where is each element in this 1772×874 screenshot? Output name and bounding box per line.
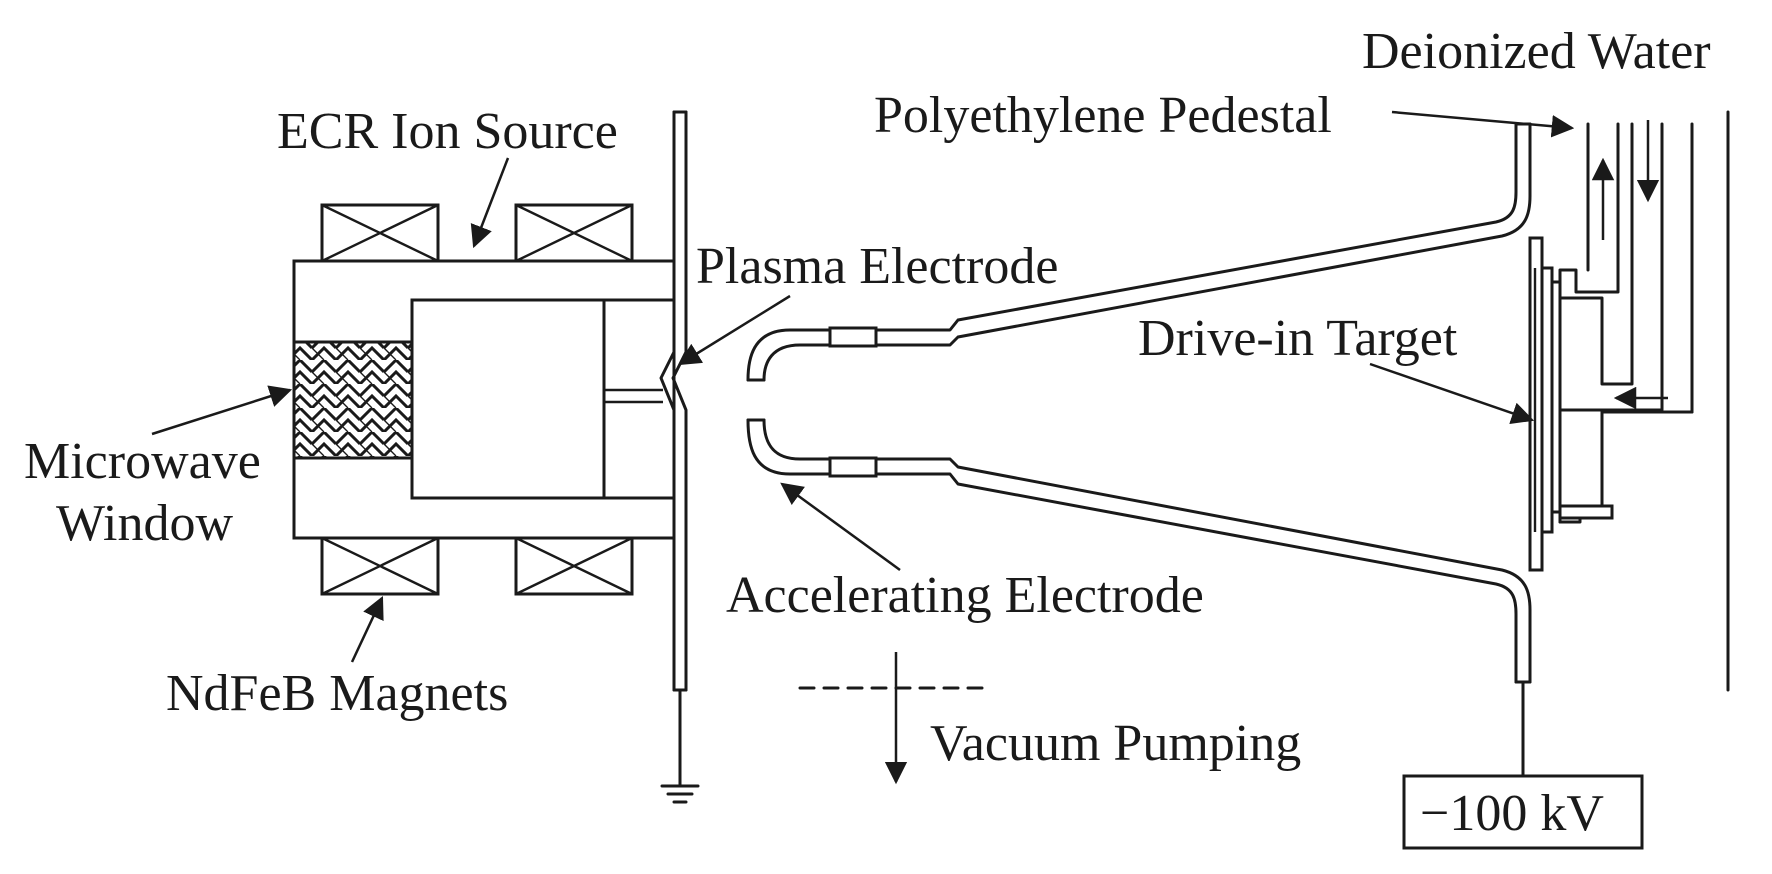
water-flow-arrows bbox=[1591, 120, 1668, 410]
ecr-chamber-body bbox=[292, 259, 676, 540]
ndfeb-magnet-top-right bbox=[514, 203, 634, 263]
accelerating-electrode bbox=[746, 122, 1532, 684]
ecr-ion-source-label: ECR Ion Source bbox=[277, 103, 618, 160]
polyethylene-pedestal-leader bbox=[1391, 110, 1575, 138]
ecr-ion-source-leader bbox=[470, 157, 510, 249]
microwave-window-label-line2: Window bbox=[56, 495, 233, 552]
drive-in-target-label: Drive-in Target bbox=[1138, 310, 1458, 367]
high-voltage-label: −100 kV bbox=[1420, 785, 1604, 842]
microwave-window-leader bbox=[151, 385, 293, 436]
vacuum-pumping-label: Vacuum Pumping bbox=[930, 715, 1301, 772]
ground-symbol bbox=[660, 688, 700, 804]
vacuum-pumping bbox=[798, 652, 994, 785]
microwave-window-label-line1: Microwave bbox=[24, 433, 261, 490]
polyethylene-pedestal-label: Polyethylene Pedestal bbox=[874, 87, 1332, 144]
deionized-water-label: Deionized Water bbox=[1362, 23, 1711, 80]
ndfeb-magnet-bottom-right bbox=[514, 536, 634, 596]
plasma-electrode-label: Plasma Electrode bbox=[696, 238, 1058, 295]
ndfeb-magnet-bottom-left bbox=[320, 536, 440, 596]
plasma-electrode-leader bbox=[678, 294, 791, 366]
microwave-window bbox=[292, 340, 414, 460]
ndfeb-magnet-top-left bbox=[320, 203, 440, 263]
plasma-electrode bbox=[602, 110, 688, 692]
target-assembly bbox=[1528, 110, 1730, 692]
drive-in-target-leader bbox=[1369, 362, 1535, 425]
ndfeb-magnets-leader bbox=[350, 595, 384, 663]
accelerating-electrode-leader bbox=[780, 482, 901, 572]
high-voltage-supply: −100 kV bbox=[1402, 680, 1644, 850]
ndfeb-magnets-label: NdFeB Magnets bbox=[166, 665, 508, 722]
accelerating-electrode-label: Accelerating Electrode bbox=[726, 567, 1204, 624]
